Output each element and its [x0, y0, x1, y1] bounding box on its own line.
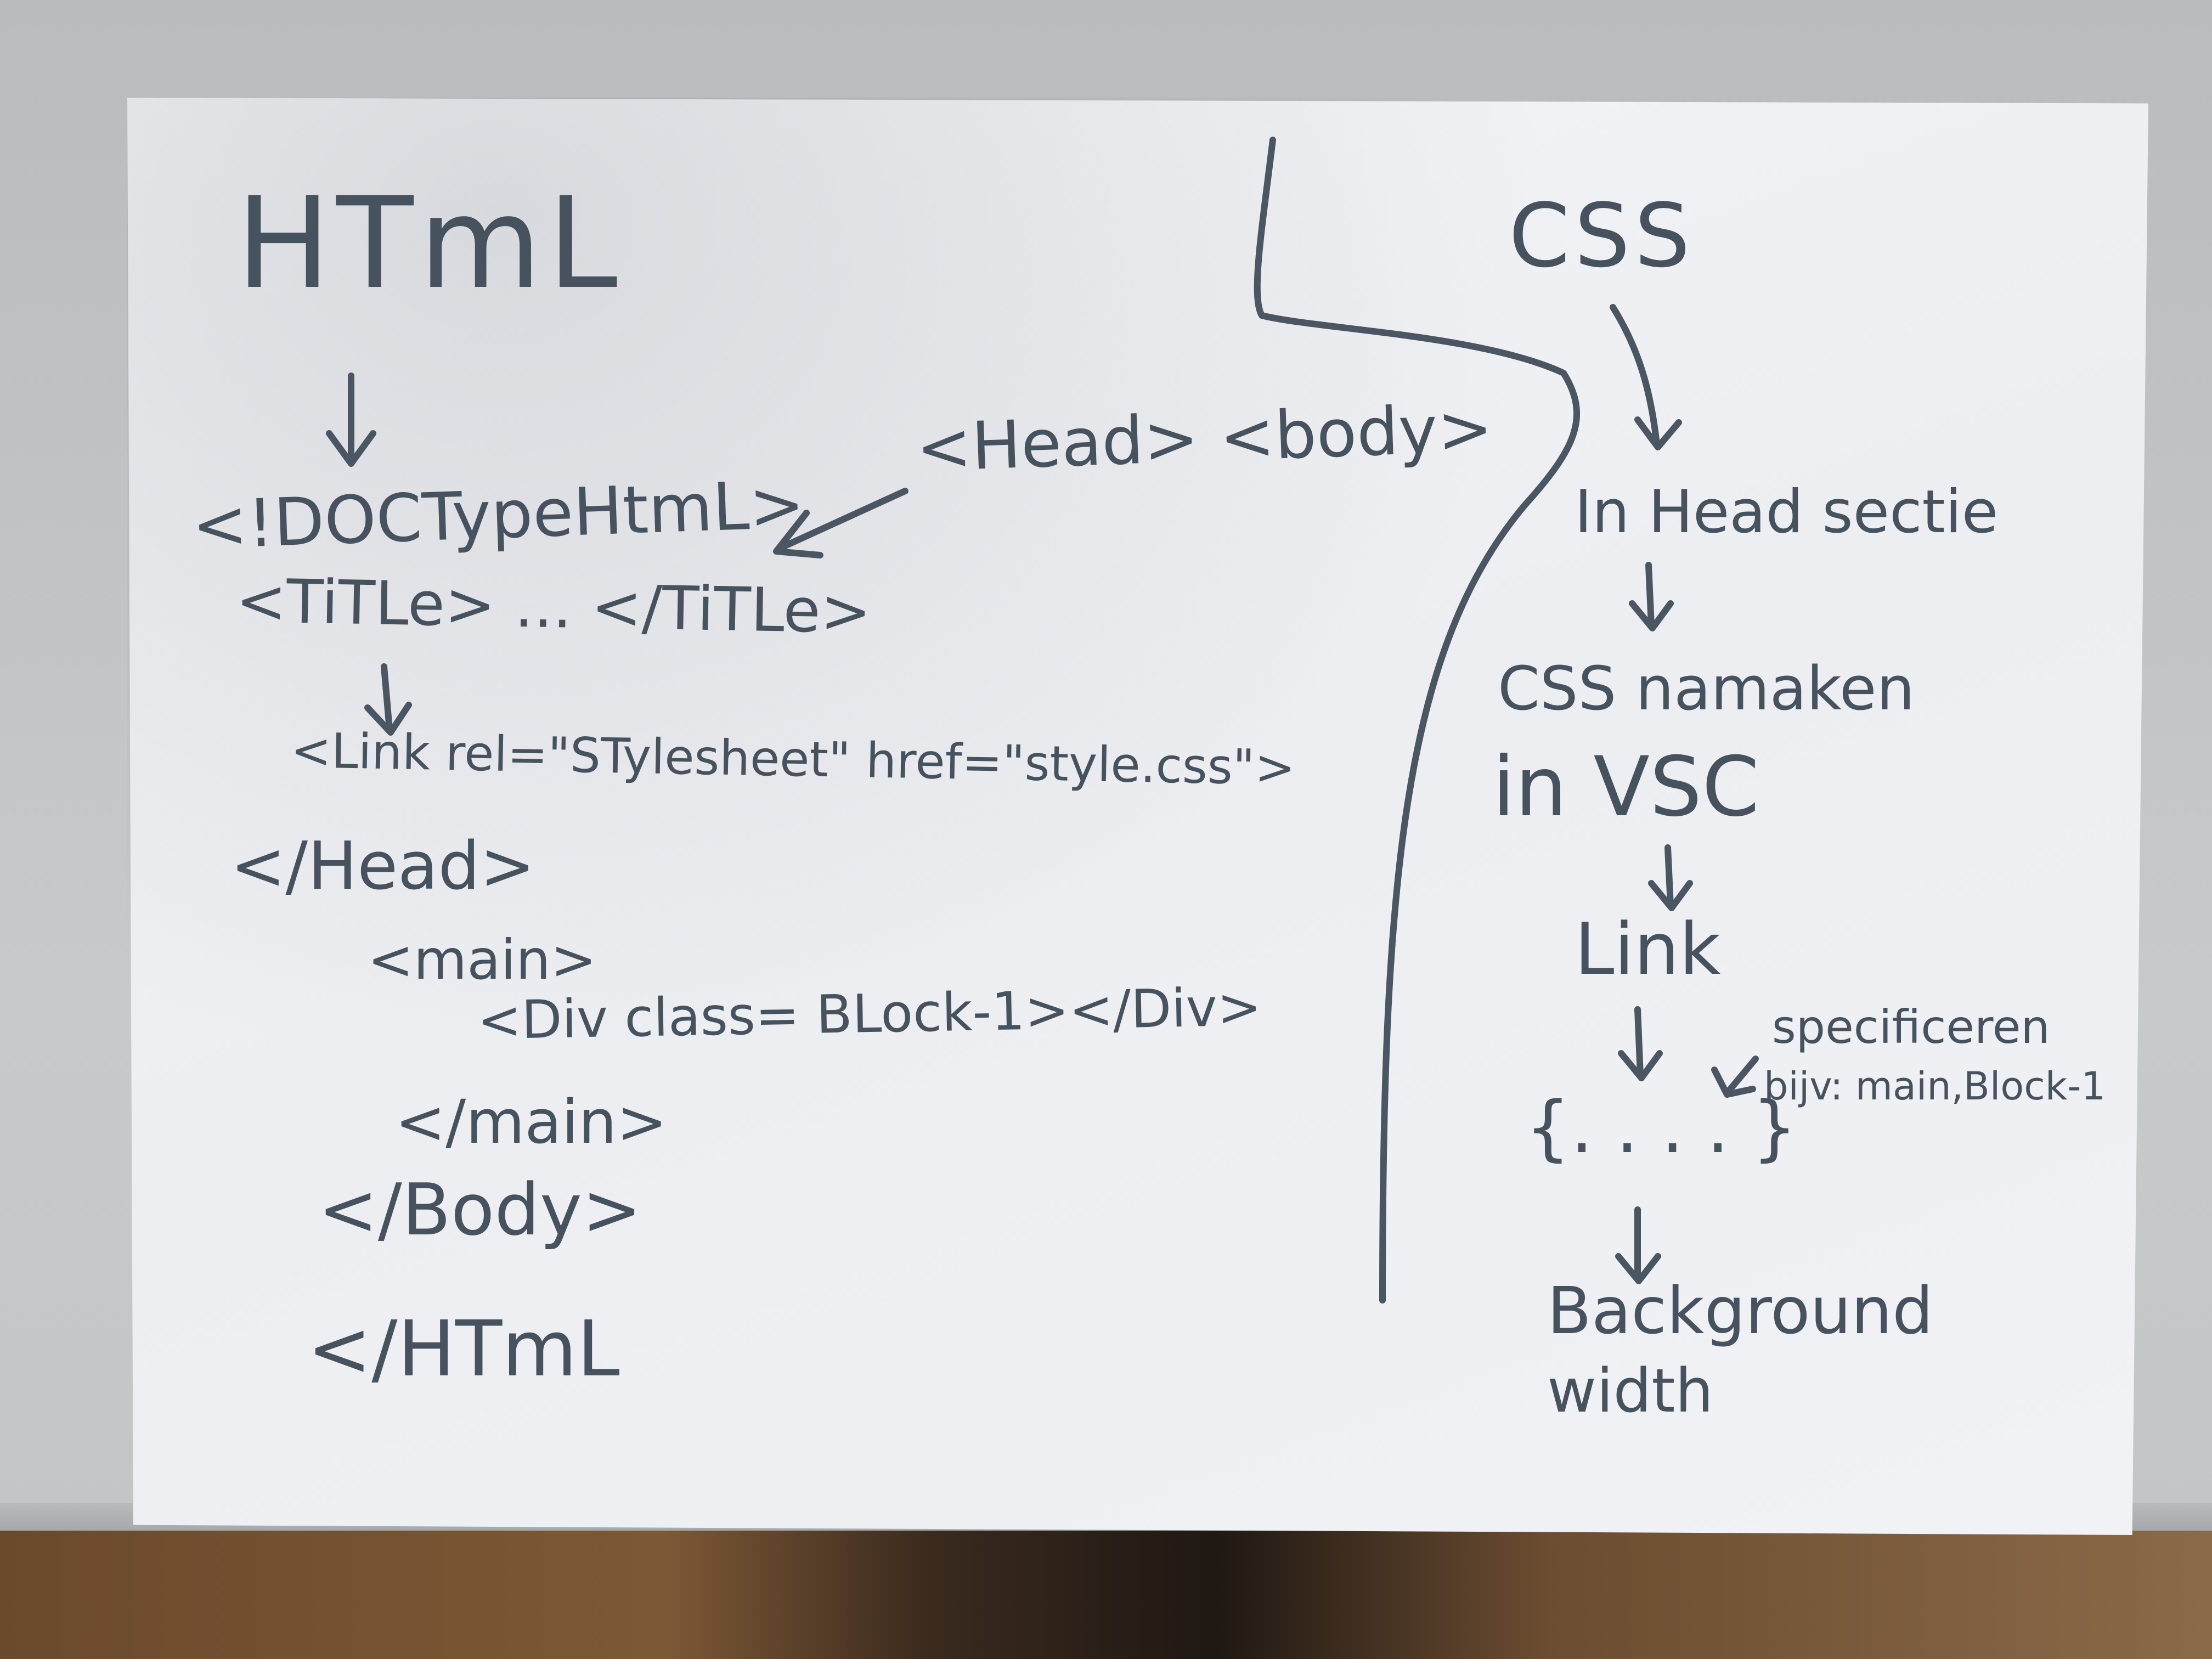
- arrow-down-icon: [364, 663, 412, 736]
- paper-sheet: [127, 98, 2148, 1535]
- arrow-down-icon: [1711, 1056, 1759, 1098]
- css-note-title: specificeren: [1772, 1000, 2050, 1054]
- arrow-down-icon: [1615, 1206, 1661, 1284]
- css-step-background: Background: [1547, 1273, 1933, 1348]
- css-step-head-section: In Head sectie: [1575, 478, 1999, 546]
- css-step-link: Link: [1575, 907, 1721, 991]
- css-note-example: bijv: main,Block-1: [1764, 1064, 2106, 1109]
- html-heading: HTmL: [236, 171, 623, 317]
- css-step-vsc: in VSC: [1492, 740, 1759, 835]
- title-line: <TiTLe> ... </TiTLe>: [235, 565, 872, 647]
- arrow-down-icon: [1610, 304, 1682, 450]
- css-heading: CSS: [1509, 184, 1695, 287]
- main-open-line: <main>: [368, 928, 597, 992]
- head-body-label: <Head> <body>: [915, 390, 1494, 487]
- divider-line: [1254, 137, 1581, 1304]
- arrow-left-icon: [773, 488, 909, 558]
- arrow-down-icon: [326, 373, 376, 467]
- head-close-line: </Head>: [230, 828, 535, 905]
- arrow-down-icon: [1648, 844, 1693, 911]
- wooden-floor: [0, 1531, 2212, 1659]
- div-line: <Div class= BLock-1></Div>: [477, 976, 1262, 1052]
- html-close-line: </HTmL: [307, 1305, 620, 1394]
- main-close-line: </main>: [395, 1087, 668, 1157]
- css-step-width: width: [1547, 1356, 1714, 1426]
- body-close-line: </Body>: [318, 1168, 642, 1251]
- arrow-down-icon: [1618, 1006, 1663, 1081]
- arrow-down-icon: [1629, 562, 1674, 631]
- css-step-create: CSS namaken: [1498, 653, 1915, 724]
- css-braces: {. . . . }: [1525, 1086, 1798, 1169]
